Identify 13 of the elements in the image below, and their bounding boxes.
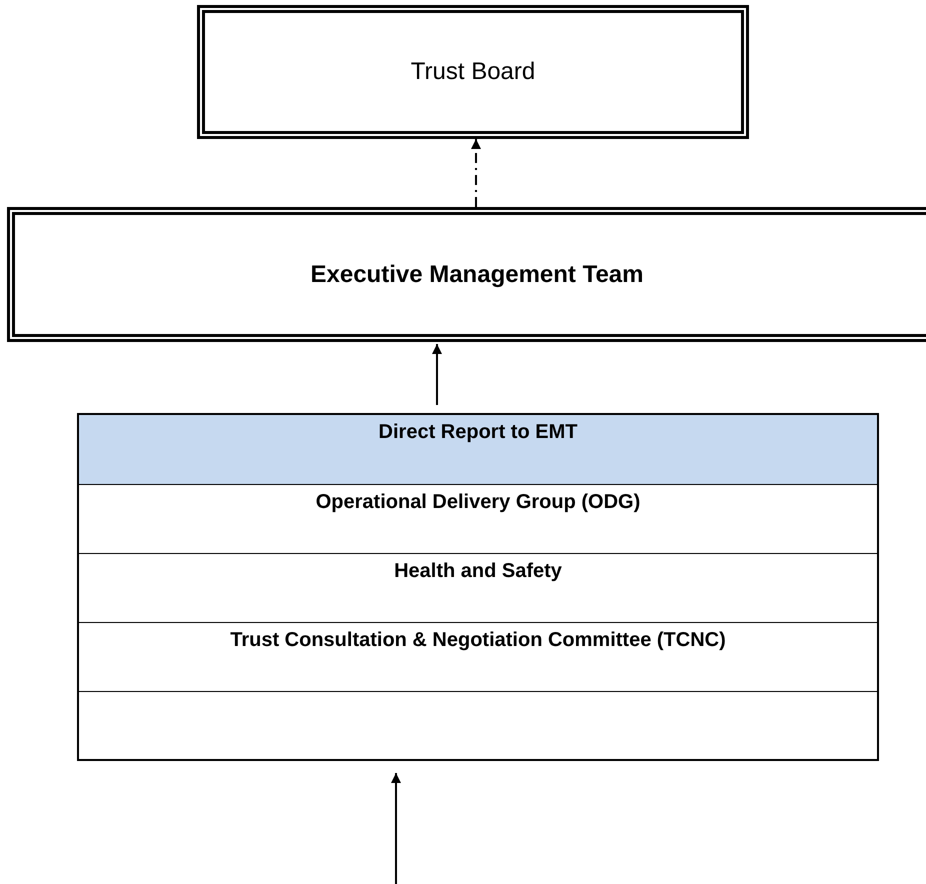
row-label: Health and Safety bbox=[394, 560, 562, 583]
board-box bbox=[197, 5, 749, 139]
arrow bbox=[432, 344, 442, 405]
committee-table bbox=[77, 413, 879, 761]
node-title: Trust Board bbox=[410, 58, 536, 86]
node-title: Executive Management Team bbox=[310, 260, 644, 288]
team-box bbox=[7, 207, 926, 342]
row-label: Trust Consultation & Negotiation Committee (TCNC) bbox=[230, 629, 726, 652]
row-label: Operational Delivery Group (ODG) bbox=[316, 491, 640, 514]
row-label: Direct Report to EMT bbox=[378, 421, 578, 444]
arrow bbox=[471, 139, 481, 207]
table-header-row bbox=[79, 415, 877, 484]
arrow bbox=[391, 773, 401, 884]
